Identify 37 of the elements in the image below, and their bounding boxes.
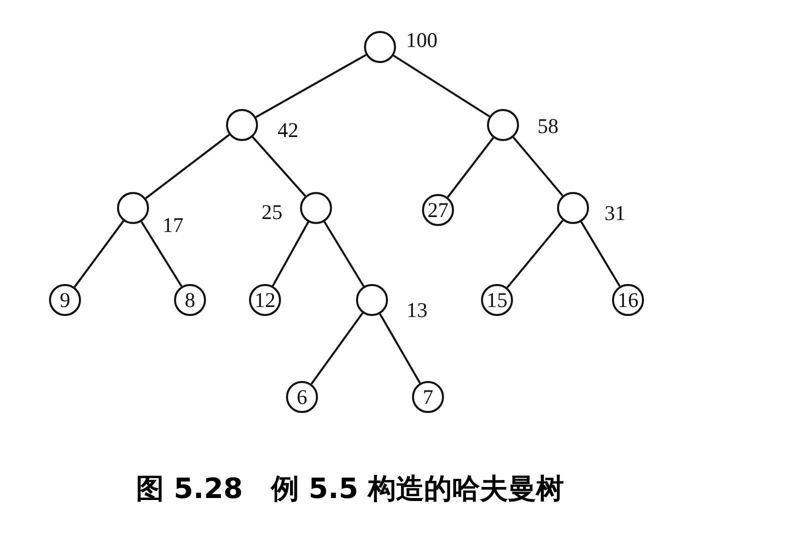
leaf-node: 27 [422, 194, 454, 226]
leaf-node: 6 [286, 381, 318, 413]
tree-edge [392, 54, 490, 118]
leaf-node: 8 [174, 284, 206, 316]
tree-edge [580, 221, 621, 287]
weight-label: 13 [406, 298, 428, 322]
tree-edge [506, 220, 564, 288]
tree-edge [512, 136, 564, 196]
weight-label: 17 [162, 212, 184, 238]
figure-caption: 图 5.28 例 5.5 构造的哈夫曼树 [135, 471, 565, 507]
tree-node [487, 109, 519, 141]
tree-edge [310, 312, 364, 385]
tree-edge [272, 222, 310, 286]
leaf-node: 9 [49, 284, 81, 316]
tree-node [117, 192, 149, 224]
tree-node [226, 109, 258, 141]
tree-node [300, 192, 332, 224]
tree-node [364, 31, 396, 63]
leaf-node: 16 [612, 284, 644, 316]
tree-edge [255, 54, 367, 118]
tree-edge [252, 136, 306, 197]
tree-edge [446, 137, 494, 198]
tree-edge [140, 221, 182, 287]
tree-edge [74, 220, 124, 288]
weight-label: 42 [278, 118, 298, 142]
tree-node [557, 192, 589, 224]
tree-node [356, 284, 388, 316]
tree-edge [145, 134, 230, 200]
tree-edge [323, 221, 365, 287]
leaf-node: 12 [249, 284, 281, 316]
tree-edge [379, 313, 421, 384]
weight-label: 31 [604, 200, 626, 226]
weight-label: 100 [406, 28, 438, 52]
leaf-node: 15 [481, 284, 513, 316]
leaf-node: 7 [412, 381, 444, 413]
weight-label: 58 [538, 114, 558, 138]
weight-label: 25 [262, 200, 282, 224]
